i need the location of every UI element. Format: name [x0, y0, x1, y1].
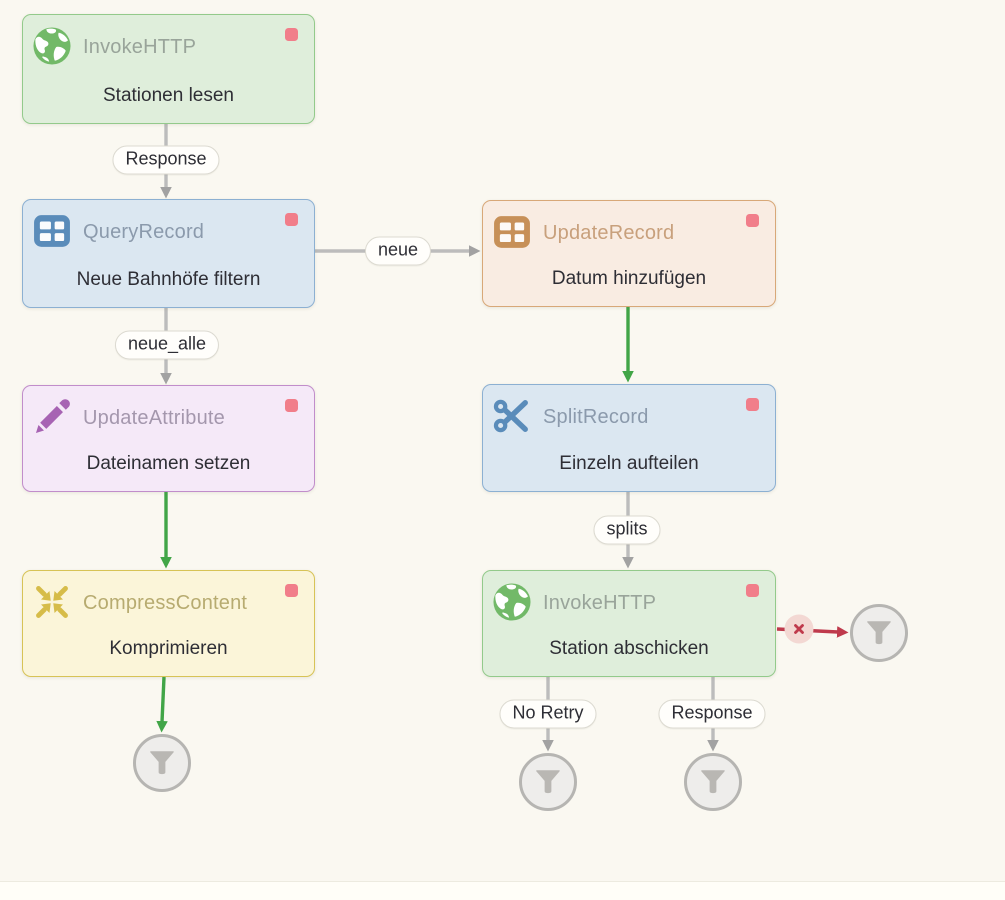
- processor-updaterecord[interactable]: UpdateRecord Datum hinzufügen: [482, 200, 776, 307]
- funnel-3[interactable]: [684, 753, 742, 811]
- globe-icon: [493, 583, 531, 621]
- processor-name: Einzeln aufteilen: [559, 453, 699, 474]
- connection-label-response-top[interactable]: Response: [112, 145, 220, 175]
- processor-name: Neue Bahnhöfe filtern: [76, 269, 261, 290]
- status-badge: [285, 213, 298, 226]
- status-badge: [746, 398, 759, 411]
- funnel-4[interactable]: [850, 604, 908, 662]
- processor-name: Datum hinzufügen: [551, 268, 707, 289]
- status-badge: [285, 399, 298, 412]
- scissors-icon: [493, 397, 531, 435]
- funnel-icon: [536, 770, 560, 794]
- processor-type: CompressContent: [83, 592, 248, 614]
- processor-invokehttp-read[interactable]: InvokeHTTP Stationen lesen: [22, 14, 315, 124]
- processor-name: Stationen lesen: [103, 85, 234, 106]
- canvas-footer: [0, 881, 1005, 900]
- processor-type: SplitRecord: [543, 406, 649, 428]
- status-badge: [746, 584, 759, 597]
- processor-type: QueryRecord: [83, 221, 205, 243]
- processor-invokehttp-send[interactable]: InvokeHTTP Station abschicken: [482, 570, 776, 677]
- globe-icon: [33, 27, 71, 65]
- funnel-icon: [150, 751, 174, 775]
- funnel-2[interactable]: [519, 753, 577, 811]
- connection-label-no-retry[interactable]: No Retry: [499, 699, 597, 729]
- processor-type: UpdateRecord: [543, 222, 675, 244]
- status-badge: [285, 584, 298, 597]
- pencil-icon: [33, 398, 71, 436]
- processor-name: Dateinamen setzen: [86, 453, 251, 474]
- connection-label-neue-alle[interactable]: neue_alle: [114, 330, 220, 360]
- connection-label-response-bottom[interactable]: Response: [658, 699, 766, 729]
- funnel-icon: [701, 770, 725, 794]
- status-badge: [285, 28, 298, 41]
- processor-type: InvokeHTTP: [543, 592, 657, 614]
- edge-error-badge[interactable]: [784, 614, 814, 644]
- processor-type: UpdateAttribute: [83, 407, 225, 429]
- processor-splitrecord[interactable]: SplitRecord Einzeln aufteilen: [482, 384, 776, 492]
- processor-updateattribute[interactable]: UpdateAttribute Dateinamen setzen: [22, 385, 315, 492]
- processor-type: InvokeHTTP: [83, 36, 197, 58]
- funnel-1[interactable]: [133, 734, 191, 792]
- processor-queryrecord[interactable]: QueryRecord Neue Bahnhöfe filtern: [22, 199, 315, 308]
- processor-name: Komprimieren: [109, 638, 228, 659]
- edge-compress-funnel[interactable]: [156, 676, 168, 733]
- table-icon: [493, 213, 531, 251]
- connection-label-neue[interactable]: neue: [364, 236, 432, 266]
- processor-name: Station abschicken: [549, 638, 709, 659]
- processor-compresscontent[interactable]: CompressContent Komprimieren: [22, 570, 315, 677]
- connection-label-splits[interactable]: splits: [593, 515, 661, 545]
- funnel-icon: [867, 621, 891, 645]
- status-badge: [746, 214, 759, 227]
- table-icon: [33, 212, 71, 250]
- compress-icon: [33, 583, 71, 621]
- x-icon: [794, 624, 804, 634]
